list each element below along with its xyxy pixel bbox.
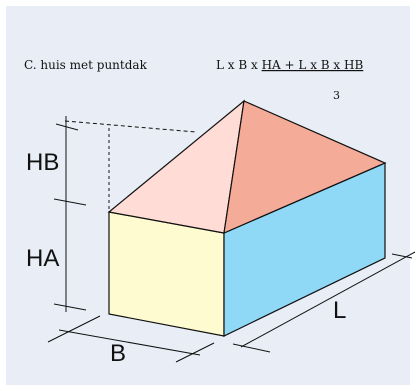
l-left-tick [232,343,271,353]
label-ha: HA [26,245,59,272]
b-right-tick [175,342,215,363]
formula-part1: L x B x [216,58,262,72]
apex-projection-line [64,120,197,133]
hb-top-tick [55,123,79,131]
width-dimension-line [58,329,201,356]
formula-numerator: HA + L x B x HB [262,58,364,72]
front-wall [108,211,225,337]
formula-text: L x B x HA + L x B x HB [216,58,363,72]
label-l: L [333,297,346,324]
caption-text: C. huis met puntdak [24,58,148,72]
l-right-tick [391,253,413,259]
roof-front-face [107,99,245,234]
roof-side-face [223,100,387,234]
formula-denominator: 3 [333,89,340,102]
ha-top-tick [53,198,87,206]
ha-bottom-tick [53,303,87,311]
length-dimension-line [240,251,416,348]
label-b: B [110,340,126,367]
b-left-tick [47,315,101,343]
label-hb: HB [26,149,59,176]
